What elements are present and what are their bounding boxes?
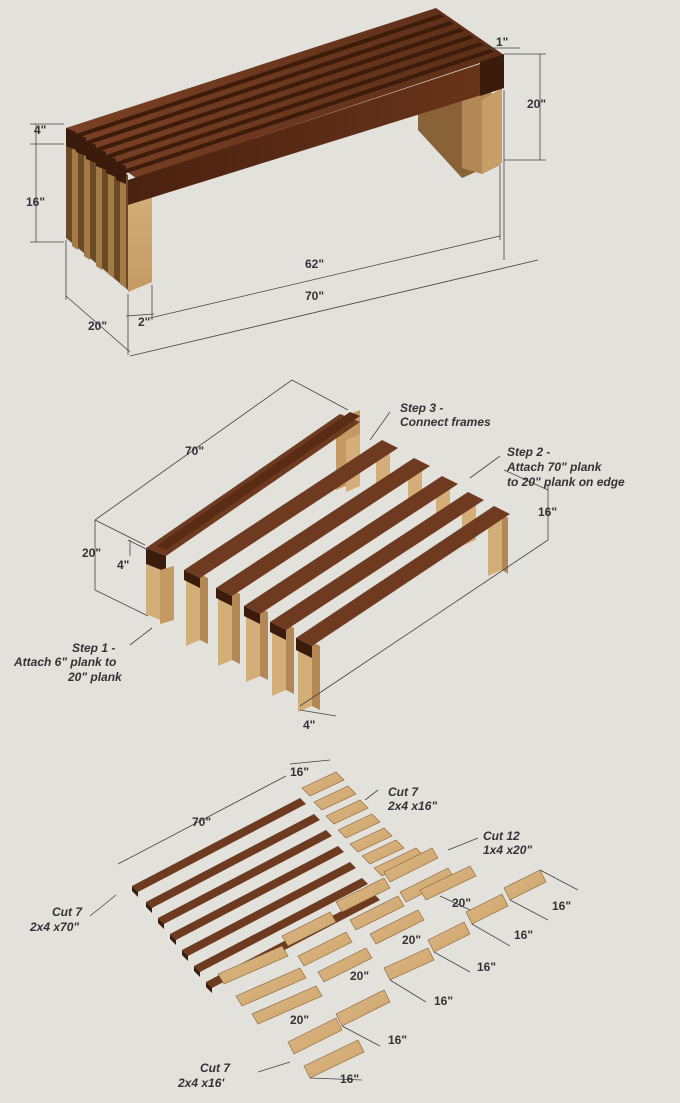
step2-line2: Attach 70" plank: [506, 460, 603, 474]
cut-dim-20-a: 20": [452, 896, 471, 910]
assembly-rail-1: [184, 440, 398, 646]
assembly-rail-5: [296, 506, 510, 712]
assembly-dim-70: 70": [185, 444, 204, 458]
assembly-dim-4-bottom: 4": [303, 718, 315, 732]
step1-line1: Step 1 -: [72, 641, 115, 655]
step2-line3: to 20" plank on edge: [507, 475, 625, 489]
bench-right-end-face: [480, 54, 504, 96]
cut12-line2: 1x4 x20": [483, 843, 532, 857]
bench-dim-1: 1": [496, 35, 508, 49]
cut-dim-16-c: 16": [477, 960, 496, 974]
step1-line3: 20" plank: [67, 670, 123, 684]
bench-back-legs: [418, 88, 502, 178]
bench-dim-16: 16": [26, 195, 45, 209]
short-pieces-bottom: [287, 869, 547, 1079]
cut-dim-16-b: 16": [514, 928, 533, 942]
long-boards: [132, 798, 380, 993]
assembly-dim-4-left: 4": [117, 558, 129, 572]
bench-plank-ends: [66, 128, 126, 184]
cut7a-line1: Cut 7: [388, 785, 419, 799]
cut-list-view: 16" 70" 20" 20" 20" 20" 16" 16" 16" 16" …: [29, 759, 579, 1090]
bench-dim-20-height: 20": [527, 97, 546, 111]
cut7b-line1: Cut 7: [52, 905, 83, 919]
bench-dim-20-width: 20": [88, 319, 107, 333]
assembly-dim-16: 16": [538, 505, 557, 519]
cut-dim-16-f: 16": [340, 1072, 359, 1086]
cut-dim-16-a: 16": [552, 899, 571, 913]
bench-front-leg: [128, 190, 152, 292]
cut-dim-16-e: 16": [388, 1033, 407, 1047]
cut-dim-16-d: 16": [434, 994, 453, 1008]
step2-line1: Step 2 -: [507, 445, 550, 459]
cut12-line1: Cut 12: [483, 829, 520, 843]
cut-dim-20-b: 20": [402, 933, 421, 947]
assembly-view: 70" 20" 4" 16" 4" Step 3 - Connect frame…: [13, 379, 625, 732]
assembly-rail-3: [244, 476, 458, 682]
assembly-dim-20: 20": [82, 546, 101, 560]
assembly-dimension-lines: [94, 379, 549, 717]
bench-dimension-lines: [30, 47, 546, 357]
cut-dim-20-d: 20": [290, 1013, 309, 1027]
cut-dim-16-top: 16": [290, 765, 309, 779]
cut7c-line1: Cut 7: [200, 1061, 231, 1075]
bench-dim-62: 62": [305, 257, 324, 271]
step3-line2: Connect frames: [400, 415, 491, 429]
bench-view: 4" 16" 20" 2" 62" 70" 20" 1": [26, 8, 546, 357]
bench-dim-70: 70": [305, 289, 324, 303]
cut-dim-20-c: 20": [350, 969, 369, 983]
step3-line1: Step 3 -: [400, 401, 443, 415]
assembly-back-frame: [146, 410, 360, 624]
cut-list-dimension-lines: [89, 759, 579, 1081]
bench-dim-4: 4": [34, 123, 46, 137]
short-pieces-top: [301, 771, 425, 877]
step1-line2: Attach 6" plank to: [13, 655, 116, 669]
plank-pieces-20: [217, 847, 477, 1025]
assembly-rail-2: [216, 458, 430, 666]
cut7c-line2: 2x4 x16': [177, 1076, 225, 1090]
cut7a-line2: 2x4 x16": [387, 799, 437, 813]
cut-dim-70: 70": [192, 815, 211, 829]
bench-front-apron: [128, 56, 504, 205]
cut7b-line2: 2x4 x70": [29, 920, 79, 934]
bench-dim-2: 2": [138, 315, 150, 329]
bench-seat-planks: [66, 8, 504, 178]
